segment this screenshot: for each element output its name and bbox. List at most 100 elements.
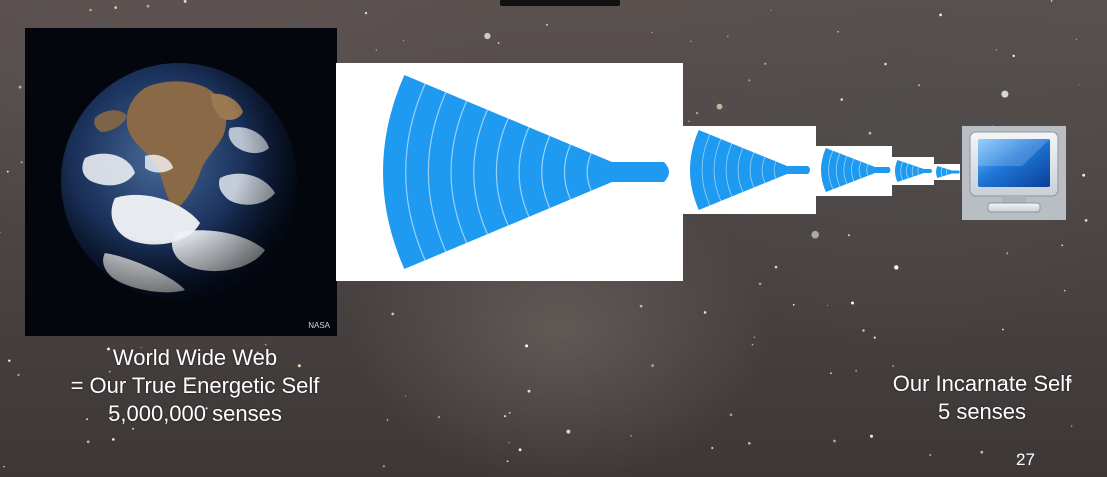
star bbox=[132, 427, 135, 430]
star bbox=[1001, 90, 1009, 98]
star bbox=[1066, 378, 1072, 384]
star bbox=[868, 131, 872, 135]
star bbox=[792, 304, 795, 306]
star bbox=[1063, 289, 1066, 292]
star bbox=[497, 42, 500, 44]
star bbox=[753, 336, 756, 338]
star bbox=[1075, 39, 1078, 41]
star bbox=[870, 434, 873, 438]
star bbox=[862, 329, 865, 332]
star bbox=[386, 419, 389, 421]
star bbox=[695, 111, 699, 115]
star bbox=[727, 35, 729, 38]
star bbox=[484, 32, 491, 40]
star bbox=[639, 304, 643, 308]
cone-icon bbox=[690, 130, 810, 210]
star bbox=[506, 460, 509, 463]
star bbox=[630, 435, 632, 437]
star bbox=[1050, 0, 1053, 2]
star bbox=[205, 407, 208, 410]
star bbox=[437, 415, 441, 419]
star bbox=[518, 448, 522, 452]
star bbox=[508, 411, 511, 414]
star bbox=[894, 265, 899, 270]
star bbox=[86, 440, 90, 444]
star bbox=[0, 231, 1, 233]
star bbox=[525, 344, 529, 348]
star bbox=[918, 84, 920, 86]
star bbox=[20, 161, 23, 164]
star bbox=[391, 312, 395, 316]
star bbox=[995, 49, 998, 51]
star bbox=[892, 365, 895, 368]
star bbox=[758, 282, 762, 286]
star bbox=[18, 85, 22, 89]
star bbox=[187, 378, 190, 381]
left-caption-line1: World Wide Web bbox=[112, 345, 278, 370]
star bbox=[86, 418, 88, 421]
star bbox=[508, 442, 510, 444]
star bbox=[651, 364, 654, 367]
star bbox=[729, 413, 733, 417]
star bbox=[375, 49, 377, 51]
star bbox=[112, 438, 115, 441]
star bbox=[504, 415, 507, 418]
star bbox=[939, 13, 942, 17]
star bbox=[1061, 244, 1064, 247]
star bbox=[8, 359, 11, 362]
star bbox=[840, 98, 843, 101]
nasa-credit: NASA bbox=[308, 321, 330, 330]
earth-image: NASA bbox=[25, 28, 337, 336]
star bbox=[403, 39, 404, 41]
star bbox=[527, 389, 531, 393]
star bbox=[1012, 54, 1015, 58]
star bbox=[108, 370, 111, 373]
star bbox=[1006, 252, 1009, 255]
computer-monitor-icon bbox=[962, 126, 1066, 220]
star bbox=[1082, 173, 1086, 177]
star bbox=[830, 372, 832, 375]
star bbox=[751, 343, 754, 346]
star bbox=[711, 446, 714, 450]
star bbox=[1078, 84, 1080, 86]
star bbox=[980, 450, 984, 454]
left-caption-line3: 5,000,000 senses bbox=[108, 401, 282, 426]
star bbox=[833, 439, 836, 443]
star bbox=[837, 31, 839, 33]
star bbox=[774, 265, 778, 269]
cone-icon bbox=[936, 166, 960, 178]
star bbox=[851, 301, 854, 305]
star bbox=[873, 336, 876, 339]
left-caption: World Wide Web = Our True Energetic Self… bbox=[10, 344, 380, 428]
star bbox=[154, 358, 156, 360]
star bbox=[1016, 455, 1020, 458]
right-caption-line1: Our Incarnate Self bbox=[892, 371, 1072, 396]
slide-title-fragment bbox=[500, 0, 620, 6]
star bbox=[3, 466, 5, 468]
cone-icon bbox=[383, 75, 669, 269]
star bbox=[748, 79, 751, 82]
right-caption-line2: 5 senses bbox=[937, 399, 1027, 424]
star bbox=[297, 364, 301, 368]
right-caption: Our Incarnate Self 5 senses bbox=[862, 370, 1102, 426]
star bbox=[1002, 328, 1004, 331]
star bbox=[847, 234, 850, 237]
star bbox=[826, 304, 828, 306]
star bbox=[6, 170, 9, 173]
star bbox=[1084, 219, 1088, 222]
star bbox=[183, 0, 187, 3]
star bbox=[770, 9, 772, 11]
star bbox=[716, 103, 723, 110]
star bbox=[764, 62, 767, 65]
star bbox=[690, 40, 692, 42]
star bbox=[688, 120, 690, 123]
star bbox=[264, 343, 267, 346]
star bbox=[146, 4, 150, 8]
star bbox=[748, 442, 751, 445]
star bbox=[364, 11, 368, 15]
star bbox=[140, 347, 142, 348]
star bbox=[811, 230, 819, 239]
star bbox=[1071, 425, 1073, 427]
star bbox=[147, 389, 149, 390]
star bbox=[256, 351, 260, 355]
